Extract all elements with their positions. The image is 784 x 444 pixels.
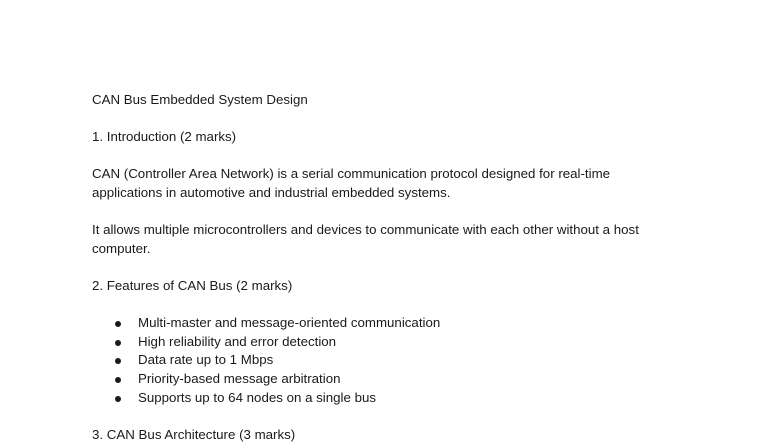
spacer	[92, 203, 712, 222]
bullet-icon	[115, 395, 121, 402]
paragraph-line: CAN (Controller Area Network) is a seria…	[92, 166, 611, 182]
list-item: Priority-based message arbitration	[92, 370, 712, 389]
paragraph-can-communication: It allows multiple microcontrollers and …	[92, 221, 712, 258]
document-page: CAN Bus Embedded System Design 1. Introd…	[92, 91, 712, 444]
paragraph-line: It allows multiple microcontrollers and …	[92, 222, 639, 238]
spacer	[92, 407, 712, 426]
features-list: Multi-master and message-oriented commun…	[92, 314, 712, 407]
list-item-text: Supports up to 64 nodes on a single bus	[138, 389, 377, 405]
spacer	[92, 147, 712, 166]
section-heading-features: 2. Features of CAN Bus (2 marks)	[92, 277, 293, 293]
document-title: CAN Bus Embedded System Design	[92, 92, 308, 107]
list-item-text: Multi-master and message-oriented commun…	[138, 315, 441, 331]
paragraph-can-definition: CAN (Controller Area Network) is a seria…	[92, 165, 712, 202]
spacer	[92, 110, 712, 129]
list-item: High reliability and error detection	[92, 333, 712, 352]
list-item: Multi-master and message-oriented commun…	[92, 314, 712, 333]
paragraph-line: computer.	[92, 240, 151, 256]
list-item: Data rate up to 1 Mbps	[92, 351, 712, 370]
list-item-text: Priority-based message arbitration	[138, 370, 341, 386]
list-item-text: Data rate up to 1 Mbps	[138, 352, 274, 368]
spacer	[92, 258, 712, 277]
paragraph-line: applications in automotive and industria…	[92, 184, 451, 200]
section-heading-introduction: 1. Introduction (2 marks)	[92, 129, 237, 145]
section-heading-architecture: 3. CAN Bus Architecture (3 marks)	[92, 426, 296, 442]
list-item-text: High reliability and error detection	[138, 333, 337, 349]
bullet-icon	[115, 339, 121, 346]
bullet-icon	[115, 321, 121, 328]
bullet-icon	[115, 358, 121, 365]
spacer	[92, 296, 712, 315]
list-item: Supports up to 64 nodes on a single bus	[92, 389, 712, 408]
bullet-icon	[115, 376, 121, 383]
